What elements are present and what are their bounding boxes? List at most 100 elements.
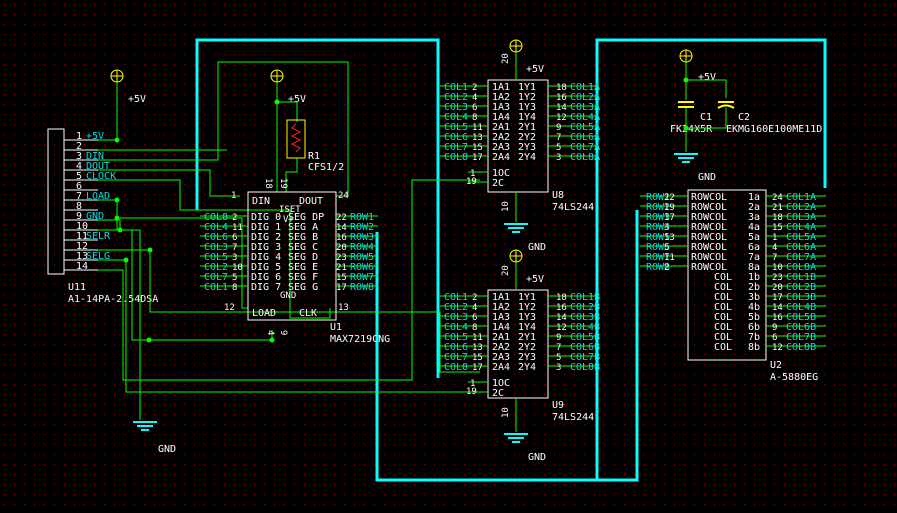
u2-left-pin: 22 <box>664 193 675 203</box>
u11-value: A1-14PA-2.54DSA <box>68 294 158 305</box>
u8-in-label: 2A4 <box>492 152 510 163</box>
u11-pin-number: 7 <box>76 191 82 202</box>
u8-left-net: COL4 <box>444 112 468 123</box>
u9-right-net: COL2B <box>570 302 600 313</box>
svg-text:+5V: +5V <box>288 94 306 105</box>
r1-resistor[interactable]: +5V R1 CFS1/2 <box>270 69 344 192</box>
u8-left-net: COL6 <box>444 132 468 143</box>
u2-pin-label: COL <box>714 282 732 293</box>
svg-text:GND: GND <box>528 242 546 253</box>
u11-pin-number: 13 <box>76 251 88 262</box>
u8-in-label: 1A1 <box>492 82 510 93</box>
u1-right-label: SEG D <box>288 252 318 263</box>
u8-oe-pin: 1 <box>470 169 475 179</box>
svg-text:CLK: CLK <box>299 308 317 319</box>
u1-right-net: ROW5 <box>350 252 374 263</box>
u2-left-pin: 2 <box>664 263 669 273</box>
u9-out-label: 2Y1 <box>518 332 536 343</box>
u9-out-label: 1Y2 <box>518 302 536 313</box>
u9-value: 74LS244 <box>552 412 594 423</box>
u1-max7219[interactable]: 1 18 19 24 DIN DOUT ISET V+ GND 12 4 9 1… <box>200 178 390 345</box>
u9-left-pin: 11 <box>472 333 483 343</box>
u1-ref: U1 <box>330 322 342 333</box>
u8-value: 74LS244 <box>552 202 594 213</box>
u9-left-pin: 17 <box>472 363 483 373</box>
u2-right-net: COL5B <box>786 312 816 323</box>
u9-ref: U9 <box>552 400 564 411</box>
u2-pin-label: COL <box>714 342 732 353</box>
u8-left-net: COL7 <box>444 142 468 153</box>
u9-oe-label: 2C <box>492 388 504 399</box>
u9-in-label: 1A1 <box>492 292 510 303</box>
u1-right-label: SEG A <box>288 222 318 233</box>
u11-pin-number: 10 <box>76 221 88 232</box>
u1-right-label: SEG C <box>288 242 318 253</box>
u9-left-net: COL2 <box>444 302 468 313</box>
u8-left-pin: 17 <box>472 153 483 163</box>
u8-out-label: 2Y1 <box>518 122 536 133</box>
u1-right-net: ROW4 <box>350 242 374 253</box>
r1-value: CFS1/2 <box>308 162 344 173</box>
u8-left-pin: 6 <box>472 103 477 113</box>
u8-left-net: COL1 <box>444 82 468 93</box>
u11-net-label: GND <box>86 211 104 222</box>
u1-left-label: DIG 5 <box>251 262 281 273</box>
u8-right-net: COL5A <box>570 122 600 133</box>
u1-right-pin: 21 <box>336 263 347 273</box>
u9-oe-label: 1OC <box>492 378 510 389</box>
u8-oe-pin: 19 <box>466 177 477 187</box>
u2-pin-name: 8a <box>748 262 760 273</box>
u2-pin-label: COL <box>714 272 732 283</box>
u2-pin-name: 4a <box>748 222 760 233</box>
u1-left-net: COL6 <box>204 232 228 243</box>
u2-pin-label: ROWCOL <box>691 192 727 203</box>
u1-right-net: ROW2 <box>350 222 374 233</box>
svg-text:9: 9 <box>278 330 288 335</box>
u9-oe-pin: 19 <box>466 387 477 397</box>
u2-right-net: COL1A <box>786 192 816 203</box>
u2-pin-name: 1a <box>748 192 760 203</box>
u1-value: MAX7219CNG <box>330 334 390 345</box>
u9-out-label: 2Y4 <box>518 362 536 373</box>
u2-left-net: ROW8 <box>646 262 670 273</box>
svg-text:12: 12 <box>224 303 235 313</box>
u11-gnd-symbol: GND <box>133 421 176 455</box>
svg-text:ISET: ISET <box>279 205 301 215</box>
u1-right-net: ROW6 <box>350 262 374 273</box>
svg-text:C2: C2 <box>738 112 750 123</box>
u9-in-label: 1A3 <box>492 312 510 323</box>
u9-left-net: COL7 <box>444 352 468 363</box>
svg-text:GND: GND <box>528 452 546 463</box>
u2-pin-label: ROWCOL <box>691 262 727 273</box>
u2-left-net: ROW3 <box>646 212 670 223</box>
u1-left-pin: 3 <box>232 253 237 263</box>
u2-right-pin: 20 <box>772 283 783 293</box>
u11-pin-number: 6 <box>76 181 82 192</box>
u2-left-pin: 17 <box>664 213 675 223</box>
u9-in-label: 1A2 <box>492 302 510 313</box>
u9-left-pin: 2 <box>472 293 477 303</box>
u11-pin-number: 12 <box>76 241 88 252</box>
u8-right-pin: 16 <box>556 93 567 103</box>
u2-left-net: ROW2 <box>646 202 670 213</box>
u8-ref: U8 <box>552 190 564 201</box>
decoupling-capacitors[interactable]: +5V C1 C2 FK24X5R EKMG160E100ME11D GND <box>670 49 822 183</box>
u1-right-pin: 15 <box>336 273 347 283</box>
u1-left-net: COL2 <box>204 262 228 273</box>
u2-left-net: ROW6 <box>646 242 670 253</box>
u1-left-label: DIG 4 <box>251 252 281 263</box>
u2-left-pin: 13 <box>664 233 675 243</box>
u8-in-label: 1A2 <box>492 92 510 103</box>
svg-text:GND: GND <box>158 444 176 455</box>
u8-oe-label: 2C <box>492 178 504 189</box>
u9-right-pin: 14 <box>556 313 567 323</box>
u1-right-pin: 23 <box>336 253 347 263</box>
svg-text:FK24X5R: FK24X5R <box>670 124 713 135</box>
u2-left-pin: 11 <box>664 253 675 263</box>
u8-left-pin: 11 <box>472 123 483 133</box>
